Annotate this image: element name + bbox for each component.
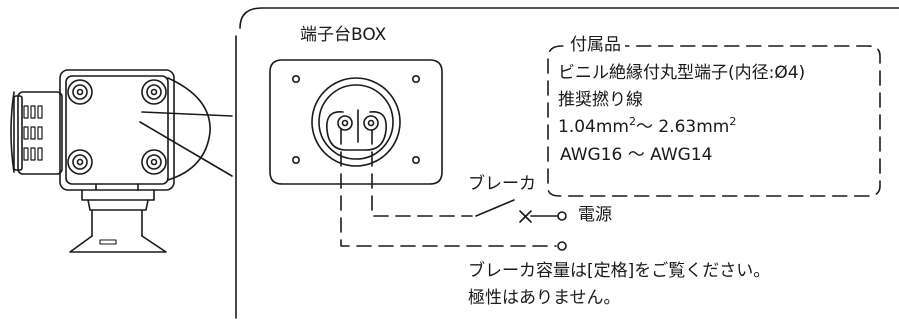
terminal-right xyxy=(363,115,379,131)
breaker-switch xyxy=(475,199,515,217)
accessories-title: 付属品 xyxy=(566,37,625,54)
accessory-wire-size-awg: AWG16 〜 AWG14 xyxy=(560,145,713,165)
screw-bottom-right xyxy=(141,149,167,175)
device-illustration xyxy=(10,69,233,253)
note-breaker-capacity: ブレーカ容量は[定格]をご覧ください。 xyxy=(468,261,771,281)
screw-bottom-left xyxy=(67,149,93,175)
power-label: 電源 xyxy=(578,205,612,225)
wiring xyxy=(340,129,557,247)
accessory-terminal-spec: ビニル絶縁付丸型端子(内径:Ø4) xyxy=(558,63,806,83)
accessory-recommended-wire: 推奨撚り線 xyxy=(558,90,643,110)
power-terminal-2 xyxy=(557,241,567,251)
breaker-label: ブレーカ xyxy=(468,174,536,194)
vent-slots xyxy=(23,105,43,161)
terminal-box-title: 端子台BOX xyxy=(300,25,387,45)
note-polarity: 極性はありません。 xyxy=(468,288,621,308)
screw-top-right xyxy=(141,79,167,105)
callout-panel xyxy=(235,7,899,319)
terminal-left xyxy=(337,115,353,131)
terminal-box xyxy=(269,59,443,185)
accessories-box xyxy=(547,45,881,197)
screw-top-left xyxy=(67,79,93,105)
accessory-wire-size-mm2: 1.04mm2〜 2.63mm2 xyxy=(558,115,737,137)
power-terminal xyxy=(557,211,567,221)
